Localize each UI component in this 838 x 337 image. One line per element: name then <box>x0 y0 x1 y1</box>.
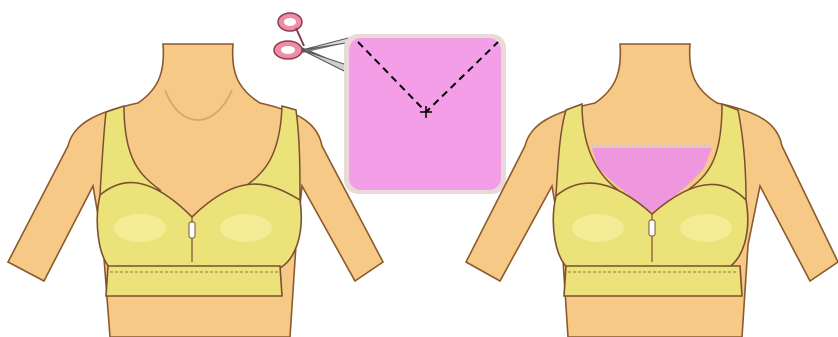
fabric-square <box>344 34 506 194</box>
left-mannequin <box>8 44 383 337</box>
right-bra-band <box>564 266 742 296</box>
left-bra-band <box>106 266 282 296</box>
scissors-icon <box>274 13 352 72</box>
right-mannequin <box>466 44 838 337</box>
